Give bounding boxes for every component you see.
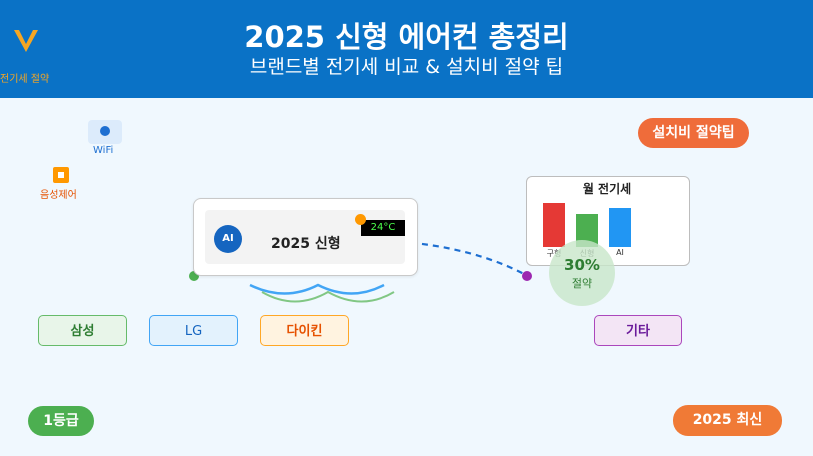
install-tip-badge: 설치비 절약팁	[638, 118, 749, 148]
savings-circle	[549, 240, 615, 306]
energy-grade-badge: 1등급	[28, 406, 94, 436]
aircon-model-label: 2025 신형	[271, 236, 341, 252]
chart-bar-2	[609, 208, 631, 247]
savings-label: 절약	[571, 277, 593, 290]
latest-badge: 2025 최신	[673, 405, 782, 436]
connection-end-dot	[522, 271, 532, 281]
logo-icon	[14, 30, 38, 52]
brand-lg: LG	[149, 315, 238, 346]
brand-daikin: 다이킨	[260, 315, 349, 346]
logo-text: 전기세 절약	[0, 74, 50, 85]
page-subtitle: 브랜드별 전기세 비교 & 설치비 절약 팁	[249, 56, 564, 78]
brand-samsung: 삼성	[38, 315, 127, 346]
chart-bar-1	[576, 214, 598, 247]
wifi-icon	[100, 126, 110, 136]
temperature-display: 24°C	[361, 220, 405, 236]
status-dot-icon	[355, 214, 366, 225]
brand-etc: 기타	[594, 315, 682, 346]
voice-icon-inner	[58, 172, 64, 178]
chart-bar-label-2: AI	[616, 248, 624, 257]
savings-percent: 30%	[564, 256, 600, 274]
wifi-label: WiFi	[93, 145, 114, 156]
page-title: 2025 신형 에어컨 총정리	[244, 20, 569, 54]
chart-title: 월 전기세	[582, 182, 632, 196]
voice-label: 음성제어	[40, 190, 77, 201]
airflow-wave-blue	[249, 283, 385, 295]
chart-bar-0	[543, 203, 565, 247]
ai-badge: AI	[214, 225, 242, 253]
airflow-wave-green	[261, 290, 395, 303]
header-banner	[0, 0, 813, 98]
